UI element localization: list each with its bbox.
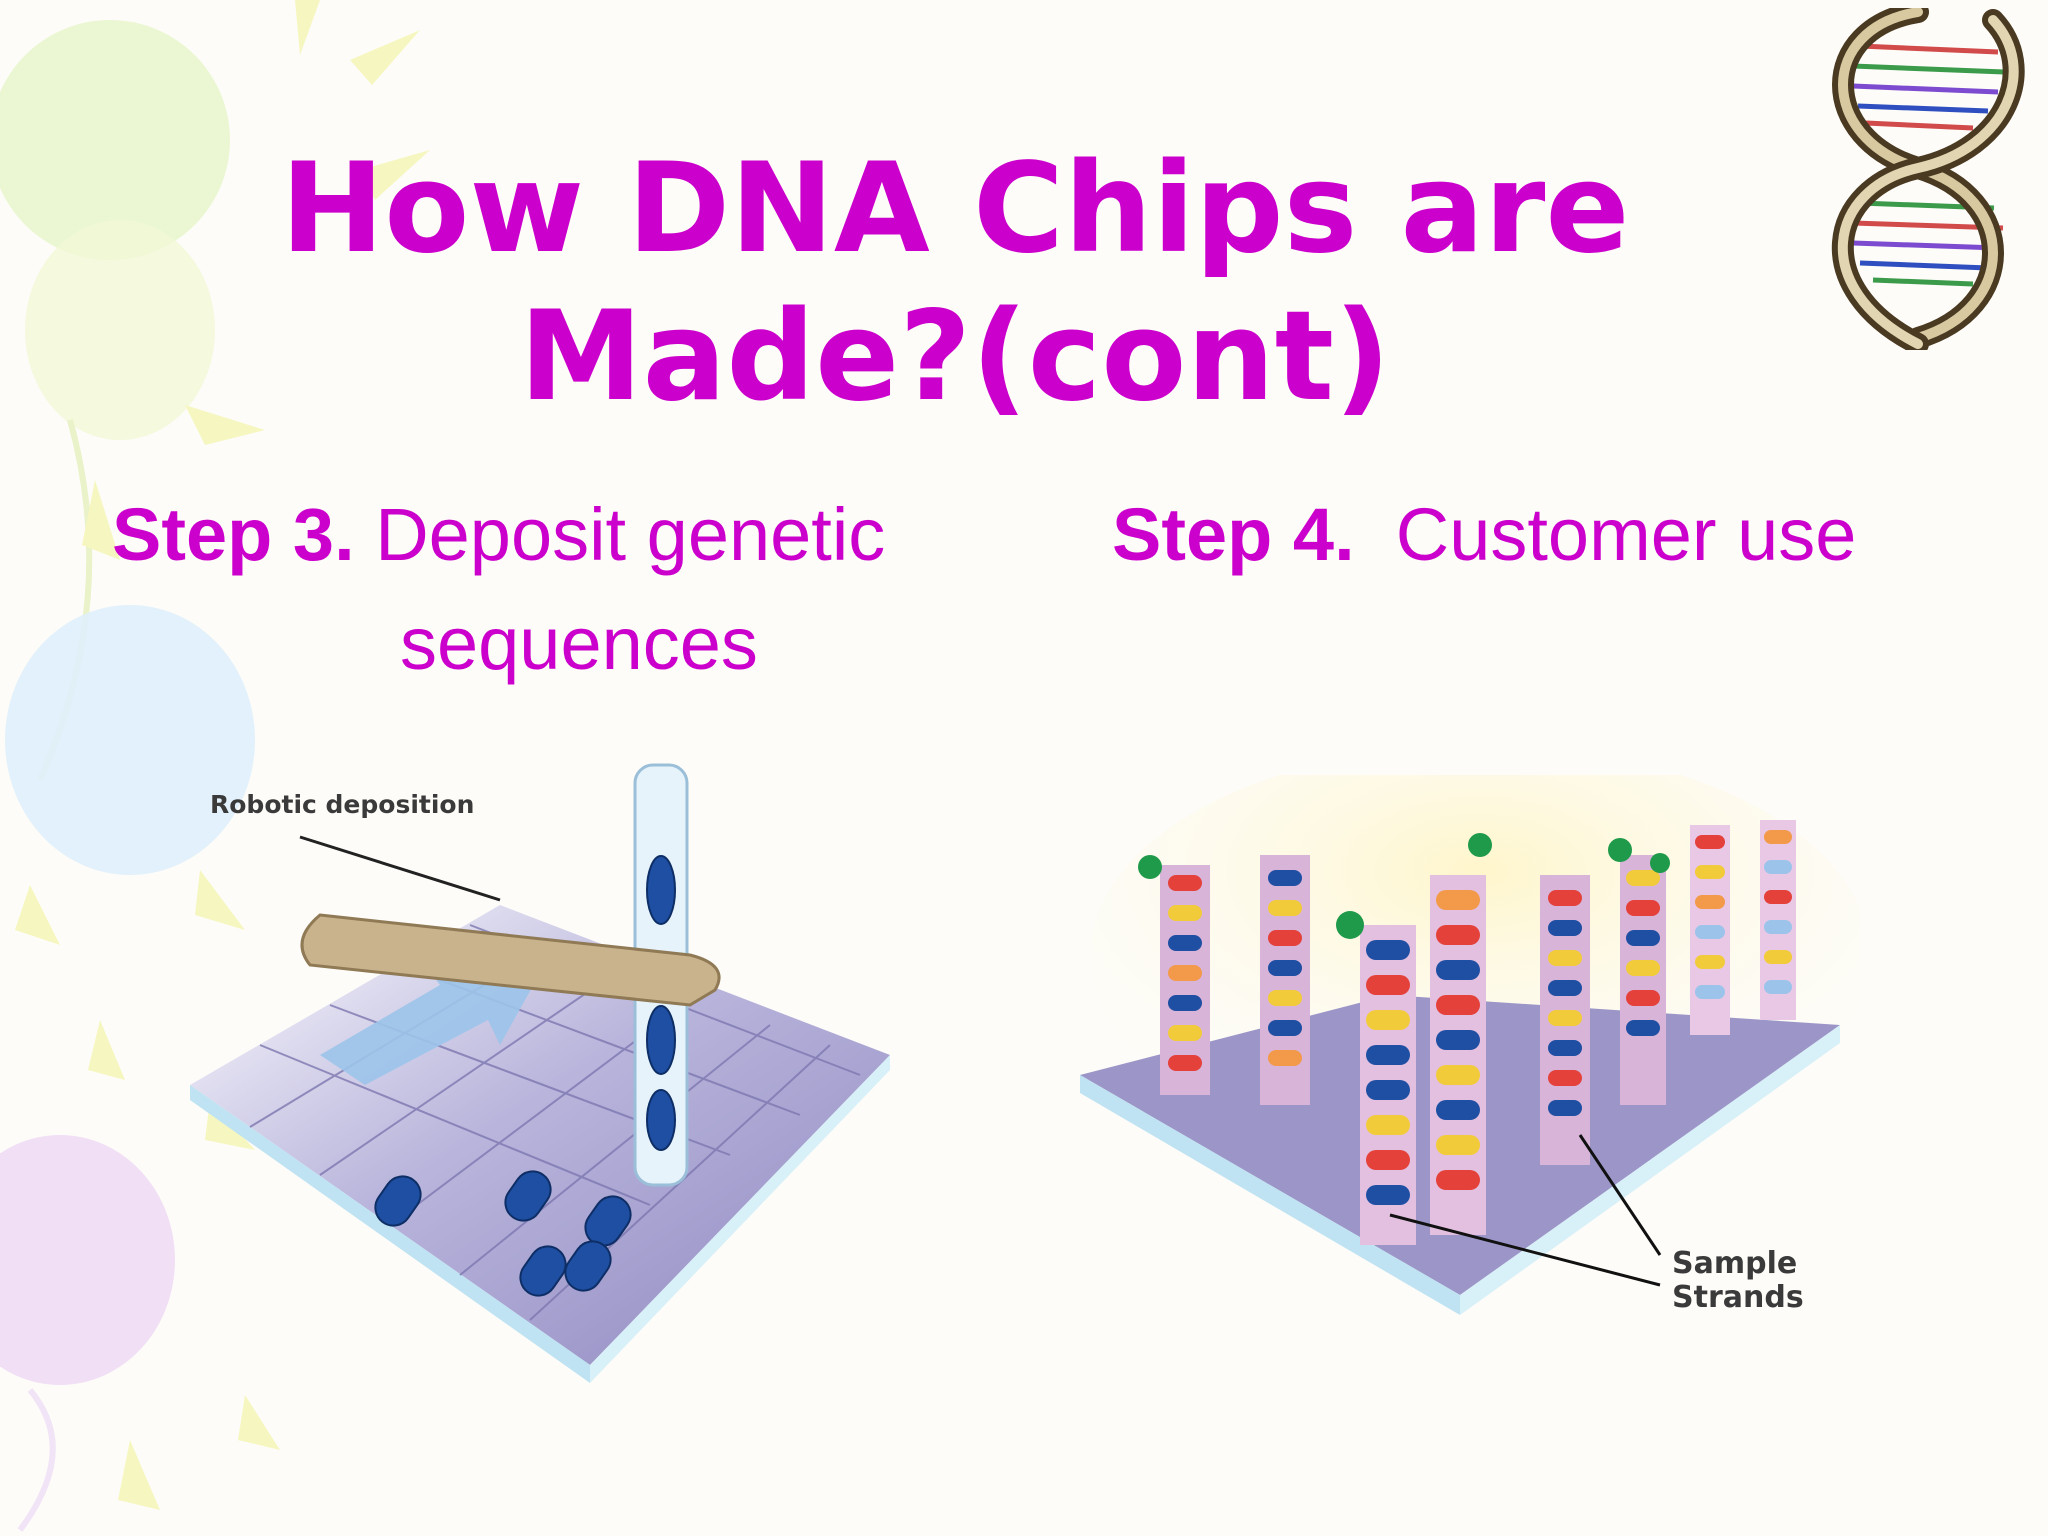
title-line-1: How DNA Chips are [280,137,1630,281]
strands-label: Strands [1672,1280,1804,1315]
dna-helix-icon [1832,8,2025,350]
sample-strands-illustration: Sample Strands [1080,775,1860,1315]
deposited-probes [374,1170,632,1297]
step-3-label: Step 3. [112,493,355,576]
robotic-arm [300,913,721,1007]
step-4-label: Step 4. [1112,493,1355,576]
robotic-deposition-label: Robotic deposition [210,790,474,819]
dna-strands [1160,820,1796,1245]
fluorescent-tags [1138,833,1670,939]
step-4-text: Customer use [1395,493,1857,576]
title-line-2: Made?(cont) [519,285,1391,429]
chip-edge [190,1085,590,1383]
step-4-heading: Step 4. Customer use [1112,483,1856,587]
sample-label: Sample [1672,1246,1797,1281]
step-3-text: Deposit genetic [375,493,886,576]
step-3-text-cont: sequences [400,602,758,685]
slide-title: How DNA Chips are Made?(cont) [170,135,1740,431]
robotic-deposition-illustration: Robotic deposition [190,763,890,1383]
step-3-heading: Step 3. Deposit genetic [112,483,885,587]
direction-arrow [320,955,550,1085]
